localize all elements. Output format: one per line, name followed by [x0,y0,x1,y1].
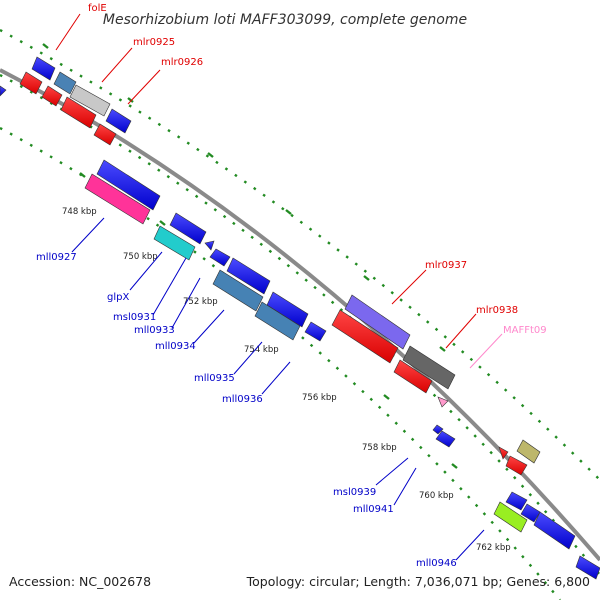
gene-label-mll0941: mll0941 [353,504,394,515]
gene-khaki [516,439,541,464]
gene-red-rev-e [331,309,399,364]
gene-deeppink [84,173,151,225]
gene-label-mll0946: mll0946 [416,558,457,569]
gene-blue-g [266,291,309,328]
gene-label-msl0931: msl0931 [113,312,156,323]
gene-blue-j [520,503,541,523]
tick-label-752: 752 kbp [183,297,218,307]
gene-steelblue-a [53,71,77,95]
gene-blue-a [31,56,56,81]
gene-greenyellow [493,501,528,533]
gene-label-mll0935: mll0935 [194,373,235,384]
gene-blue-d [169,212,207,245]
gene-blue-rev-h [533,511,576,550]
tick-label-758: 758 kbp [362,443,397,453]
tick-label-750: 750 kbp [123,252,158,262]
tick-rings [0,28,600,600]
label-leaders [55,13,503,561]
gene-red-rev-a [19,71,43,95]
tick-labels: 748 kbp 750 kbp 752 kbp 754 kbp 756 kbp … [62,207,511,553]
gene-purple [344,294,411,350]
gene-red-rev-d [93,123,117,146]
gene-blue-rev-a [0,85,7,97]
gene-steelblue-c [254,301,301,341]
gene-red-rev-b [41,85,63,107]
mid-tick-ring [0,73,600,576]
gene-label-mlr0937: mlr0937 [425,260,467,271]
gene-lightgray-a [69,84,111,117]
gene-label-folE: folE [88,3,107,14]
gene-label-mll0934: mll0934 [155,341,196,352]
accession-text: Accession: NC_002678 [9,574,151,589]
gene-steelblue-b [212,269,264,312]
gene-pink-rna [437,396,449,408]
inner-tick-ring [0,126,561,600]
gene-blue-f [226,257,271,295]
gene-cyan [153,225,196,261]
gene-blue-rev-g [435,430,456,448]
tick-label-760: 760 kbp [419,491,454,501]
gene-label-MAFFt09: MAFFt09 [503,325,547,336]
gene-label-mll0927: mll0927 [36,252,77,263]
gene-red-fwd-a [498,446,509,460]
gene-blue-i [505,491,528,511]
gene-labels: folE mlr0925 mlr0926 mll0927 glpX msl093… [36,3,547,569]
map-title: Mesorhizobium loti MAFF303099, complete … [103,12,467,28]
gene-label-mll0936: mll0936 [222,394,263,405]
tick-label-754: 754 kbp [244,345,279,355]
gene-label-glpX: glpX [107,292,129,303]
gene-label-mll0933: mll0933 [134,325,175,336]
gene-red-rev-f [393,359,433,394]
tick-label-762: 762 kbp [476,543,511,553]
gene-blue-rev-f [432,424,444,435]
gene-red-fwd-b [505,455,528,476]
gene-blue-h [304,321,327,342]
gene-blue-rev-i [575,555,600,580]
tick-label-756: 756 kbp [302,393,337,403]
genome-stats-text: Topology: circular; Length: 7,036,071 bp… [246,574,590,589]
gene-darkgray [402,345,456,390]
gene-label-mlr0938: mlr0938 [476,305,518,316]
gene-blue-e [209,248,231,267]
tick-label-748: 748 kbp [62,207,97,217]
gene-blue-rev-e [204,240,215,251]
gene-label-msl0939: msl0939 [333,487,376,498]
forward-strand [31,56,541,523]
gene-red-rev-c [60,96,97,129]
gene-blue-b [105,108,132,134]
gene-blue-c [96,159,161,211]
reverse-strand [0,71,600,580]
gene-label-mlr0925: mlr0925 [133,37,175,48]
gene-label-mlr0926: mlr0926 [161,57,203,68]
